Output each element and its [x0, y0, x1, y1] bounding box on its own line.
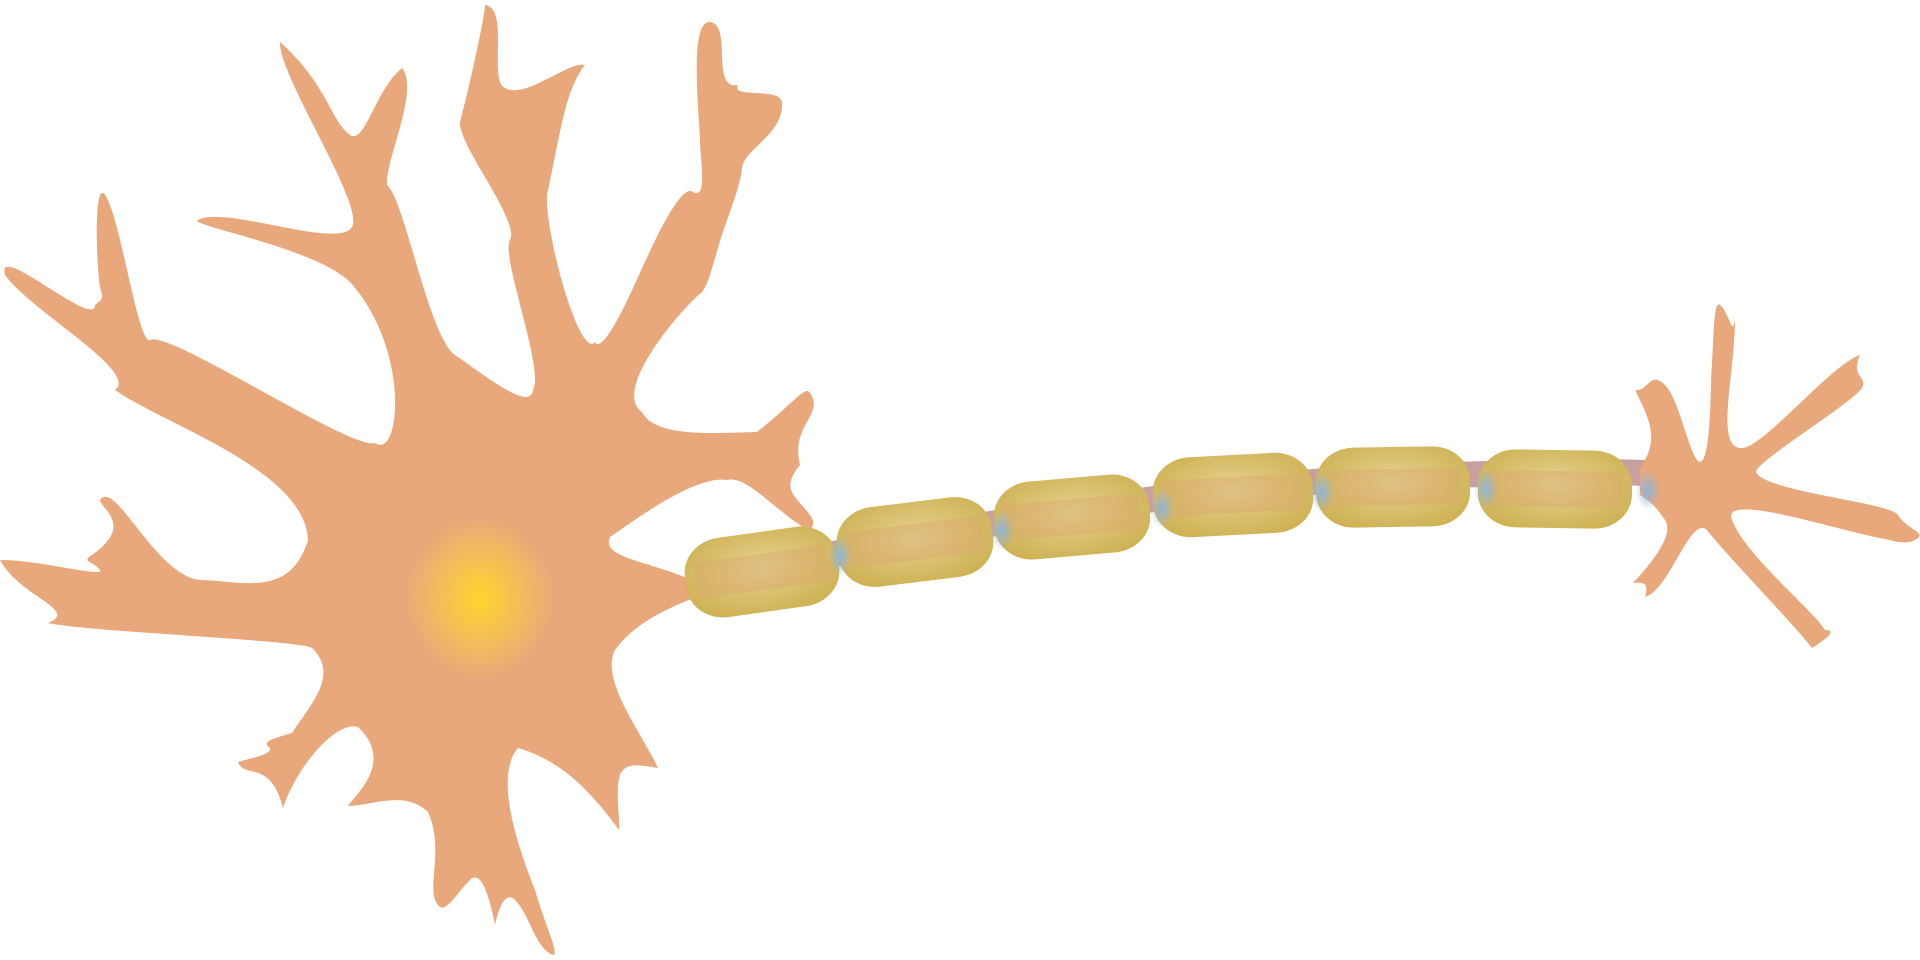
- node-of-ranvier: [1636, 470, 1660, 510]
- node-of-ranvier: [1310, 472, 1334, 512]
- axon-terminal: [1633, 304, 1920, 648]
- node-of-ranvier: [1150, 488, 1174, 528]
- axon-inside-sheath: [1162, 473, 1304, 517]
- axon-inside-sheath: [1325, 467, 1461, 507]
- soma-and-dendrites: [0, 5, 814, 955]
- myelin-sheath: [684, 446, 1633, 618]
- axon-inside-sheath: [1487, 469, 1623, 509]
- axon-inside-sheath: [845, 515, 985, 569]
- axon-inside-sheath: [693, 544, 831, 600]
- nucleus: [405, 516, 555, 680]
- node-of-ranvier: [828, 536, 852, 576]
- node-of-ranvier: [1474, 469, 1498, 509]
- axon-inside-sheath: [1002, 493, 1142, 541]
- nodes-of-ranvier: [828, 469, 1660, 576]
- node-of-ranvier: [990, 510, 1014, 550]
